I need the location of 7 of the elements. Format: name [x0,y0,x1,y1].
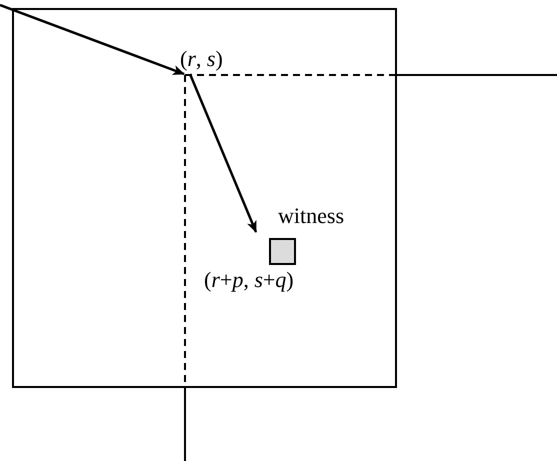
witness-square [269,238,296,265]
point-label: (r, s) [180,46,223,72]
square-region [12,8,397,388]
arrow [0,4,185,76]
arrow [188,74,258,233]
coordinate-label: (r+p, s+q) [204,267,294,293]
node-caption: witness [278,203,344,229]
